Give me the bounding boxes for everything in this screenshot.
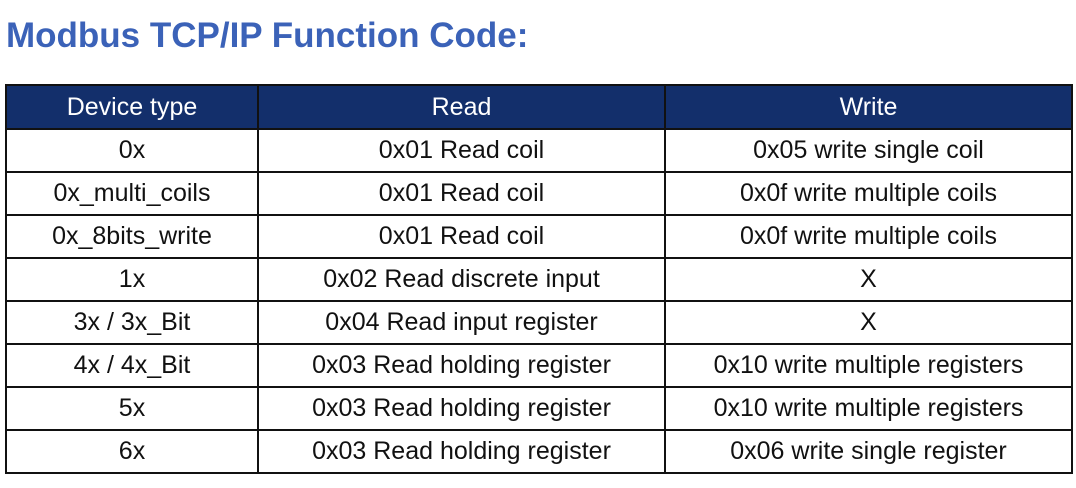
table-row: 6x 0x03 Read holding register 0x06 write…	[5, 429, 1073, 474]
read-cell: 0x02 Read discrete input	[257, 257, 666, 302]
page-title: Modbus TCP/IP Function Code:	[6, 16, 529, 55]
table-row: 3x / 3x_Bit 0x04 Read input register X	[5, 300, 1073, 345]
table-row: 4x / 4x_Bit 0x03 Read holding register 0…	[5, 343, 1073, 388]
write-cell: X	[664, 300, 1073, 345]
table-header-row: Device type Read Write	[5, 84, 1073, 130]
device-type-cell: 6x	[5, 429, 259, 474]
read-cell: 0x03 Read holding register	[257, 343, 666, 388]
read-cell: 0x01 Read coil	[257, 214, 666, 259]
device-type-cell: 3x / 3x_Bit	[5, 300, 259, 345]
read-cell: 0x01 Read coil	[257, 128, 666, 173]
read-cell: 0x01 Read coil	[257, 171, 666, 216]
device-type-cell: 0x_8bits_write	[5, 214, 259, 259]
table-row: 5x 0x03 Read holding register 0x10 write…	[5, 386, 1073, 431]
read-cell: 0x03 Read holding register	[257, 386, 666, 431]
header-read: Read	[257, 84, 666, 130]
device-type-cell: 0x_multi_coils	[5, 171, 259, 216]
device-type-cell: 1x	[5, 257, 259, 302]
write-cell: 0x0f write multiple coils	[664, 171, 1073, 216]
table-row: 0x_multi_coils 0x01 Read coil 0x0f write…	[5, 171, 1073, 216]
write-cell: 0x05 write single coil	[664, 128, 1073, 173]
read-cell: 0x04 Read input register	[257, 300, 666, 345]
table-row: 1x 0x02 Read discrete input X	[5, 257, 1073, 302]
read-cell: 0x03 Read holding register	[257, 429, 666, 474]
table-row: 0x 0x01 Read coil 0x05 write single coil	[5, 128, 1073, 173]
table-row: 0x_8bits_write 0x01 Read coil 0x0f write…	[5, 214, 1073, 259]
write-cell: 0x10 write multiple registers	[664, 343, 1073, 388]
device-type-cell: 0x	[5, 128, 259, 173]
device-type-cell: 5x	[5, 386, 259, 431]
header-device-type: Device type	[5, 84, 259, 130]
write-cell: X	[664, 257, 1073, 302]
device-type-cell: 4x / 4x_Bit	[5, 343, 259, 388]
write-cell: 0x10 write multiple registers	[664, 386, 1073, 431]
write-cell: 0x06 write single register	[664, 429, 1073, 474]
function-code-table: Device type Read Write 0x 0x01 Read coil…	[5, 84, 1073, 474]
write-cell: 0x0f write multiple coils	[664, 214, 1073, 259]
header-write: Write	[664, 84, 1073, 130]
